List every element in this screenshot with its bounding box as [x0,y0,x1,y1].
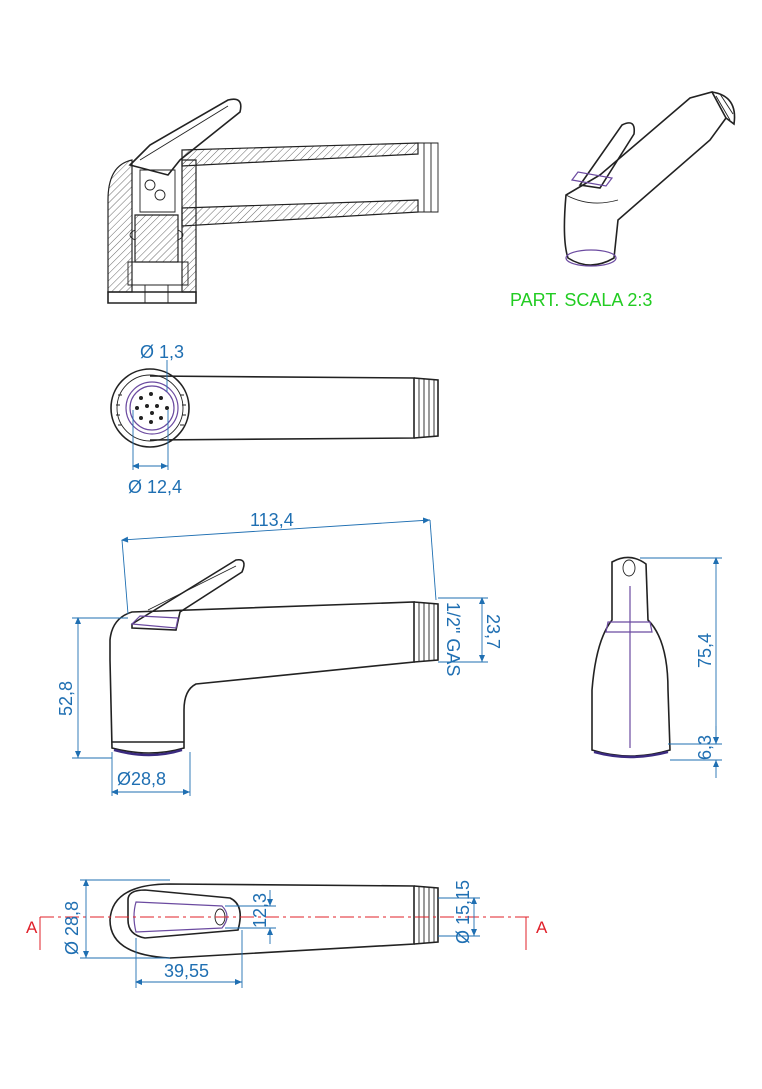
section-view [107,98,439,304]
top-view [109,883,439,959]
lever-length-label: 39,55 [164,961,209,981]
side-elevation-view [109,558,439,757]
section-marker-left: A [26,918,38,937]
perspective-view [563,91,736,267]
scale-note: PART. SCALA 2:3 [510,290,652,310]
side-height-label: 75,4 [695,633,715,668]
lever-width-label: 12,3 [250,893,270,928]
nozzle-view [110,368,439,448]
overall-length-label: 113,4 [250,510,294,530]
thread-height-label: 23,7 [483,614,503,649]
top-width-label: Ø 28,8 [62,901,82,955]
thread-diameter-label: Ø 15,15 [453,880,473,944]
section-marker-right: A [536,918,548,937]
hole-diameter-label: Ø 1,3 [140,342,184,362]
base-ring-label: 6,3 [695,735,715,760]
face-diameter-label: Ø 12,4 [128,477,182,497]
base-diameter-label: Ø28,8 [117,769,166,789]
thread-spec-label: 1/2" GAS [443,602,463,676]
overall-height-label: 52,8 [56,681,76,716]
rear-view [591,556,671,759]
